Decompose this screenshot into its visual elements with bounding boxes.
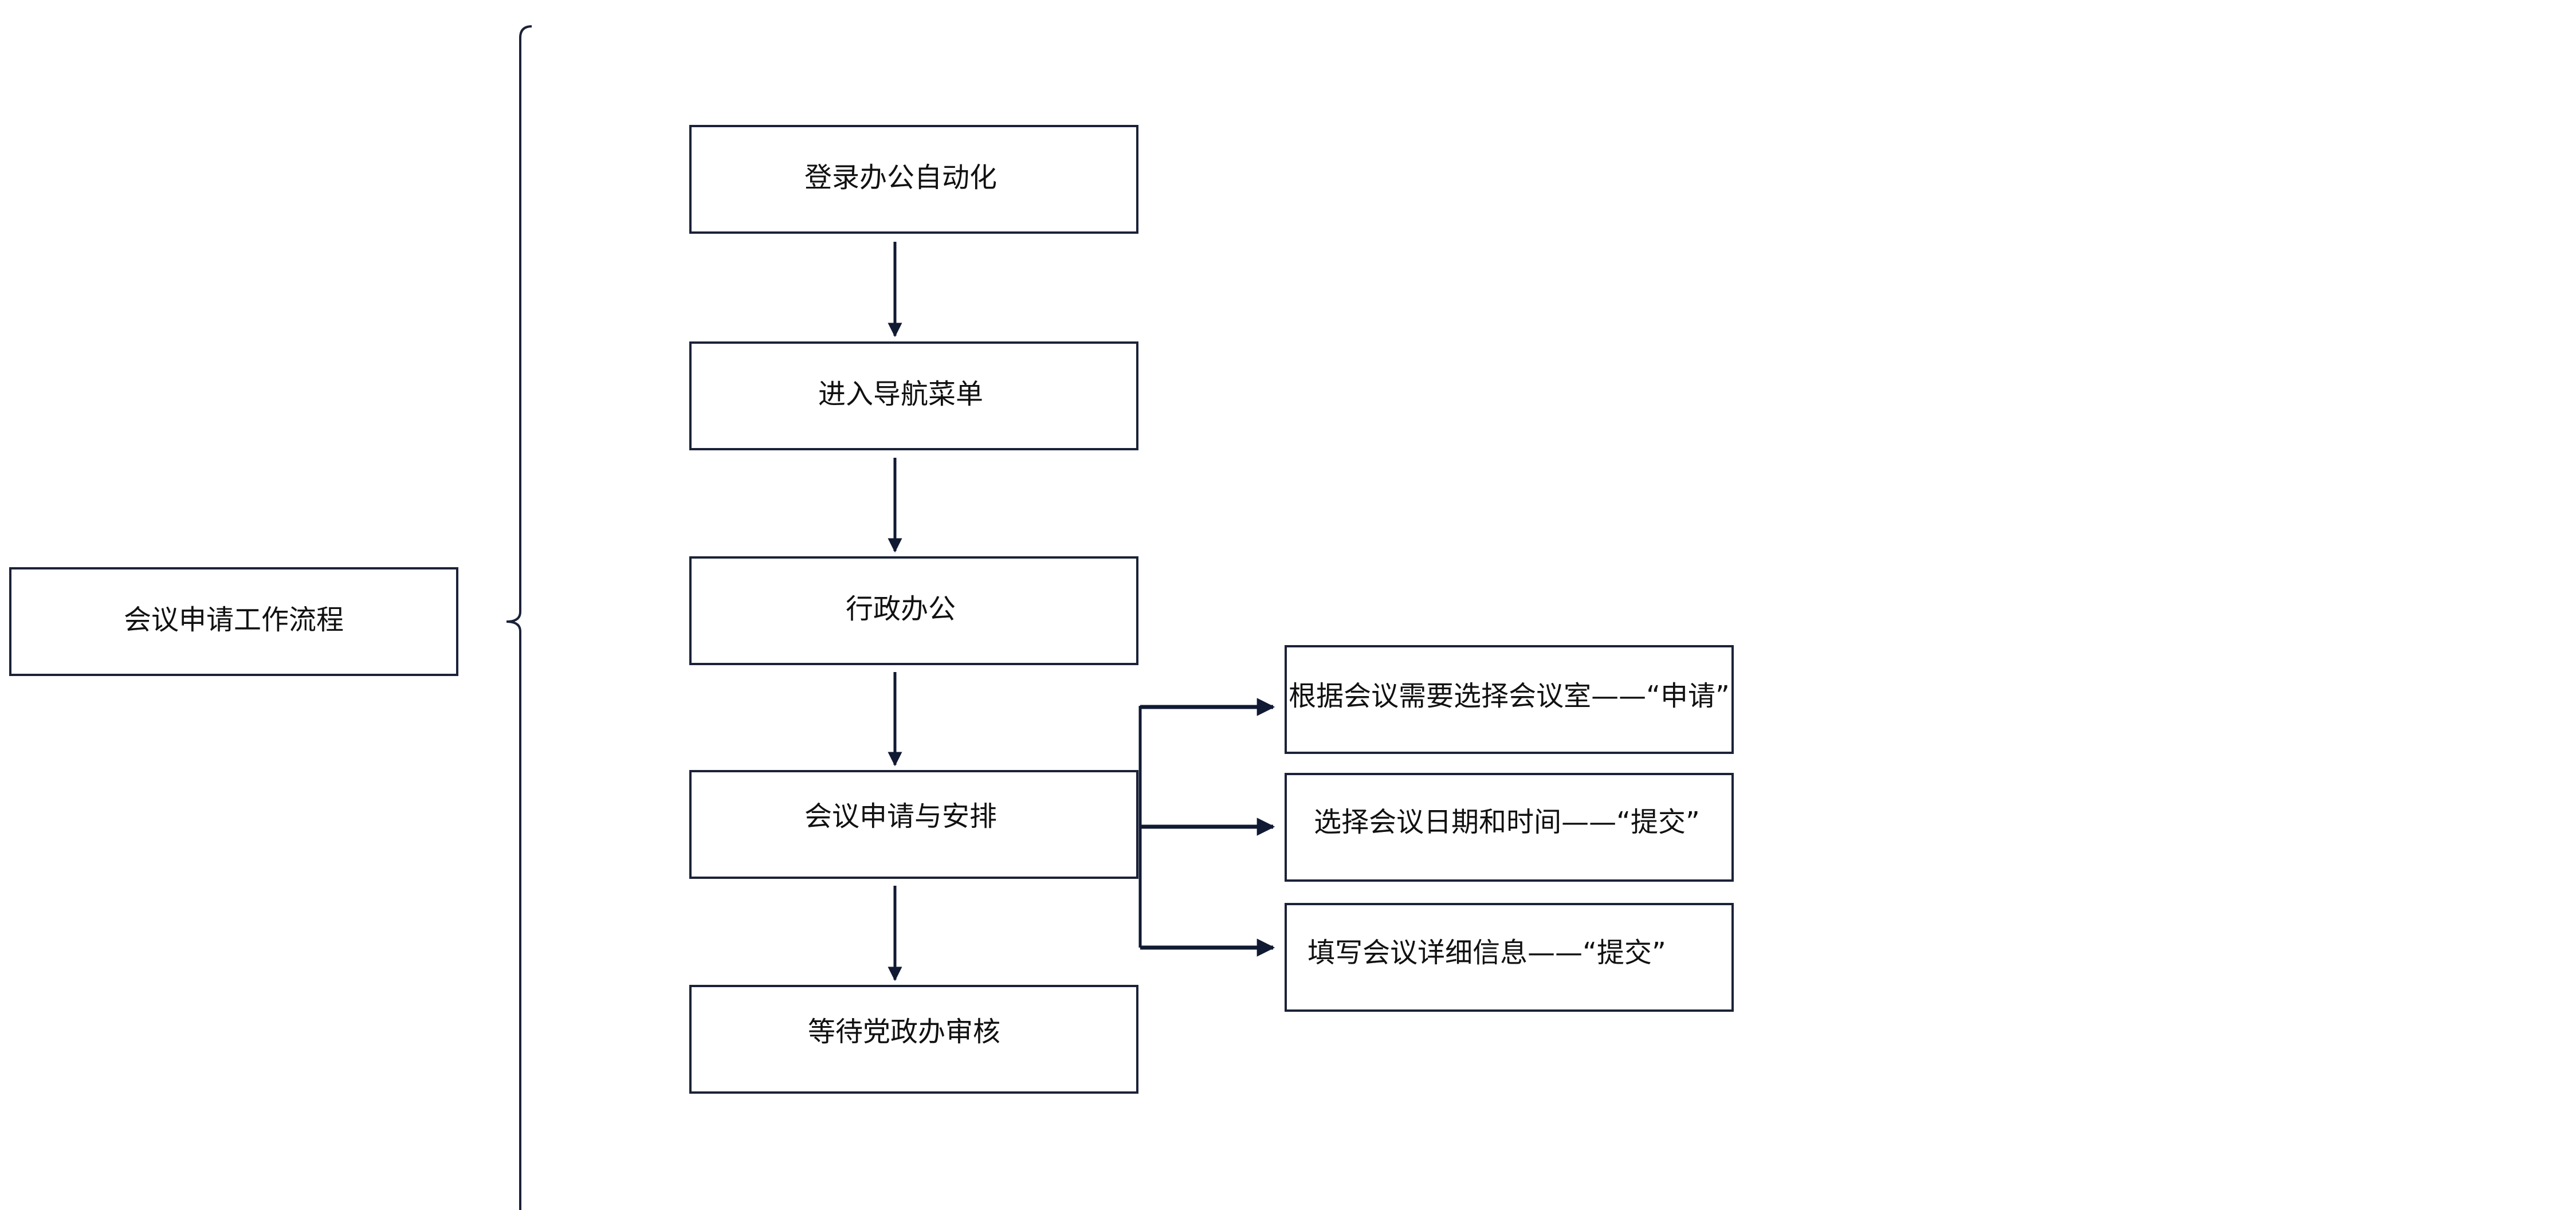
step-node-await-review: 等待党政办审核 xyxy=(689,985,1138,1094)
step-node-login: 登录办公自动化 xyxy=(689,125,1138,234)
grouping-brace xyxy=(506,25,532,1210)
step-node-meeting-application: 会议申请与安排 xyxy=(689,770,1138,879)
step-label-navigation: 进入导航菜单 xyxy=(818,378,983,410)
step-label-login: 登录办公自动化 xyxy=(804,162,997,194)
substep-node-details: 填写会议详细信息——“提交” xyxy=(1285,903,1734,1012)
substep-node-room: 根据会议需要选择会议室——“申请” xyxy=(1285,645,1734,754)
substep-node-datetime: 选择会议日期和时间——“提交” xyxy=(1285,773,1734,882)
substep-label-datetime: 选择会议日期和时间——“提交” xyxy=(1314,806,1700,838)
step-label-meeting-application: 会议申请与安排 xyxy=(804,800,997,832)
substep-label-details: 填写会议详细信息——“提交” xyxy=(1307,937,1666,969)
step-label-admin-office: 行政办公 xyxy=(846,593,956,625)
step-node-admin-office: 行政办公 xyxy=(689,556,1138,665)
substep-label-room: 根据会议需要选择会议室——“申请” xyxy=(1289,680,1730,712)
step-node-navigation: 进入导航菜单 xyxy=(689,341,1138,450)
root-node: 会议申请工作流程 xyxy=(9,567,458,676)
root-node-label: 会议申请工作流程 xyxy=(124,604,344,636)
step-label-await-review: 等待党政办审核 xyxy=(808,1016,1000,1048)
